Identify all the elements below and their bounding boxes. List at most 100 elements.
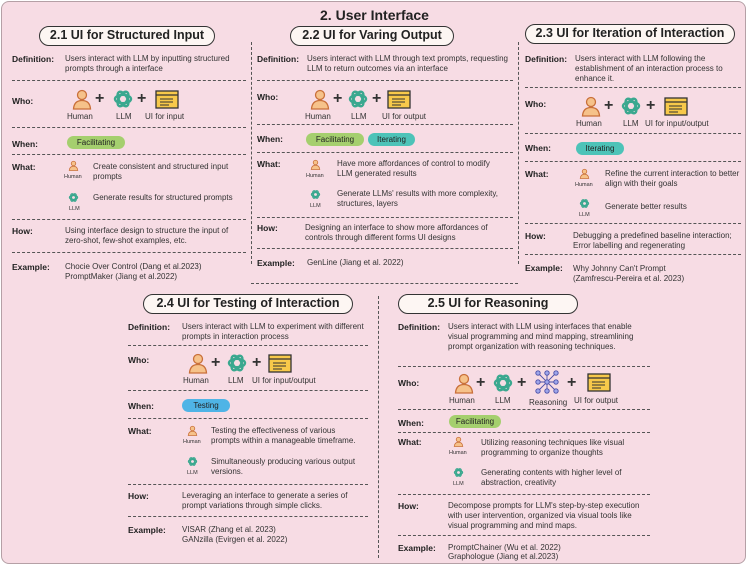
section-title: 2.1 UI for Structured Input [39, 26, 215, 46]
human-icon [579, 168, 590, 179]
human-label: Human [576, 119, 602, 128]
llm-label: LLM [351, 112, 367, 121]
llm-icon [227, 354, 247, 372]
how-label: How: [257, 223, 278, 233]
example-label: Example: [128, 525, 166, 535]
what-llm-text: Generating contents with higher level of… [481, 468, 622, 487]
human-icon [188, 353, 208, 374]
who-label: Who: [257, 92, 279, 102]
divider [525, 161, 741, 162]
divider [12, 154, 246, 155]
what-human-text: Create consistent and structured input p… [93, 162, 229, 181]
definition-text: Users interact with LLM to experiment wi… [182, 322, 364, 341]
divider [398, 535, 650, 536]
what-label: What: [12, 162, 36, 172]
ui-icon [387, 90, 411, 109]
llm-label: LLM [228, 376, 244, 385]
human-icon [310, 89, 330, 110]
when-label: When: [398, 418, 424, 428]
llm-icon [453, 468, 464, 477]
who-label: Who: [398, 378, 420, 388]
reasoning-icon [535, 370, 559, 394]
human-label: Human [305, 112, 331, 121]
ui-label: UI for input [145, 112, 185, 121]
definition-label: Definition: [12, 54, 55, 64]
divider [398, 494, 650, 495]
divider [257, 124, 513, 125]
llm-icon [187, 457, 198, 466]
example-text: GANzilla (Evirgen et al. 2022) [182, 535, 288, 544]
what-label: What: [525, 169, 549, 179]
definition-text: Users interact with LLM using interfaces… [448, 322, 634, 351]
reasoning-label: Reasoning [529, 398, 568, 407]
ui-label: UI for input/output [252, 376, 316, 385]
facilitating-tag: Facilitating [449, 415, 501, 428]
section-title: 2.4 UI for Testing of Interaction [143, 294, 353, 314]
ui-icon [268, 354, 292, 373]
llm-icon [68, 193, 79, 202]
human-icon [454, 373, 474, 394]
llm-icon [493, 374, 513, 392]
ui-label: UI for output [382, 112, 427, 121]
ui-icon [664, 97, 688, 116]
llm-icon [621, 97, 641, 115]
what-label: What: [257, 159, 281, 169]
divider [128, 390, 368, 391]
ui-icon [155, 90, 179, 109]
how-label: How: [525, 231, 546, 241]
example-label: Example: [398, 543, 436, 553]
what-llm-text: Simultaneously producing various output … [211, 457, 356, 476]
what-llm-text: Generate results for structured prompts [93, 193, 233, 202]
plus-icon: + [567, 374, 577, 391]
what-human-text: Testing the effectiveness of various pro… [211, 426, 356, 445]
how-text: Using interface design to structure the … [65, 226, 229, 245]
example-text: Graphologue (Jiang et al.2023) [448, 552, 559, 561]
plus-icon: + [604, 97, 614, 114]
plus-icon: + [476, 374, 486, 391]
human-small-label: Human [183, 439, 201, 445]
human-icon [310, 159, 321, 170]
divider [398, 432, 650, 433]
definition-label: Definition: [128, 322, 171, 332]
plus-icon: + [646, 97, 656, 114]
divider-v2 [518, 42, 519, 264]
page-title: 2. User Interface [320, 7, 429, 23]
who-label: Who: [525, 99, 547, 109]
definition-text: Users interact with LLM following the es… [575, 54, 723, 83]
human-icon [187, 425, 198, 436]
llm-small-label: LLM [579, 212, 590, 218]
human-icon [72, 89, 92, 110]
how-text: Decompose prompts for LLM's step-by-step… [448, 501, 640, 530]
how-label: How: [12, 226, 33, 236]
facilitating-tag: Facilitating [67, 136, 125, 149]
human-small-label: Human [306, 173, 324, 179]
what-llm-text: Generate LLMs' results with more complex… [337, 189, 498, 208]
llm-label: LLM [495, 396, 511, 405]
llm-icon [348, 90, 368, 108]
llm-label: LLM [116, 112, 132, 121]
definition-text: Users interact with LLM through text pro… [307, 54, 508, 73]
plus-icon: + [252, 354, 262, 371]
divider [12, 127, 246, 128]
what-human-text: Refine the current interaction to better… [605, 169, 740, 188]
human-label: Human [449, 396, 475, 405]
when-label: When: [257, 134, 283, 144]
human-small-label: Human [64, 174, 82, 180]
divider [525, 254, 741, 255]
example-text: Why Johnny Can't Prompt [573, 264, 666, 273]
divider-v1 [251, 42, 252, 264]
section-title: 2.2 UI for Varing Output [290, 26, 454, 46]
what-label: What: [398, 437, 422, 447]
example-text: PromptChainer (Wu et al. 2022) [448, 543, 561, 552]
divider [12, 219, 246, 220]
example-label: Example: [12, 262, 50, 272]
llm-icon [310, 190, 321, 199]
plus-icon: + [211, 354, 221, 371]
plus-icon: + [333, 90, 343, 107]
when-label: When: [128, 401, 154, 411]
section-title: 2.3 UI for Iteration of Interaction [525, 24, 735, 44]
how-text: Leveraging an interface to generate a se… [182, 491, 348, 510]
example-text: (Zamfrescu-Pereira et al. 2023) [573, 274, 685, 283]
what-human-text: Have more affordances of control to modi… [337, 159, 490, 178]
